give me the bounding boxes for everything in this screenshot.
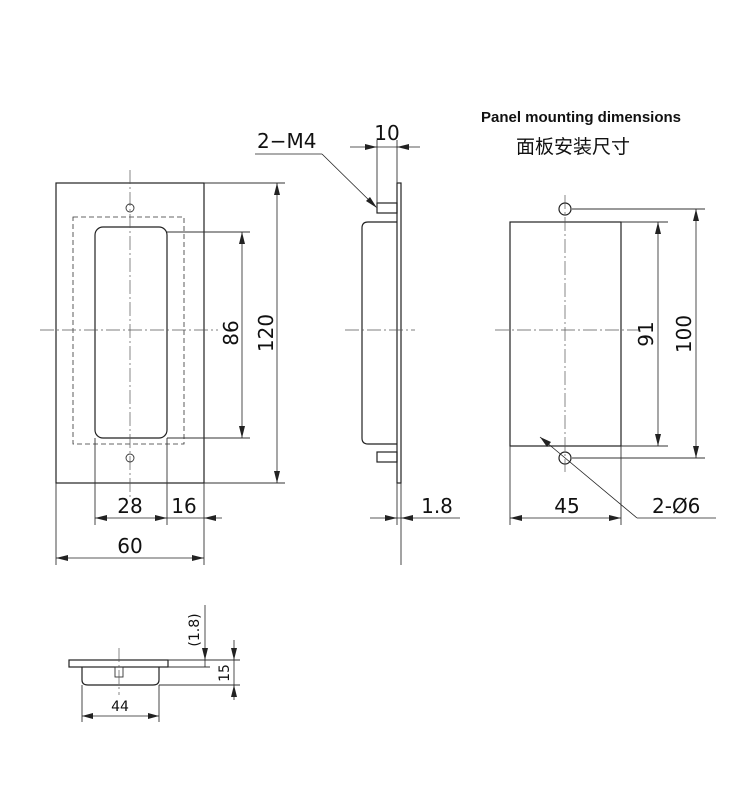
- panel-title-cn: 面板安装尺寸: [516, 136, 630, 158]
- dim-18-label: 1.8: [421, 494, 453, 518]
- dim-16-label: 16: [171, 494, 196, 518]
- side-body: [361, 221, 397, 445]
- panel-cutout-view: Panel mounting dimensions 面板安装尺寸 91 100 …: [481, 109, 716, 525]
- bottom-body: [81, 667, 160, 686]
- dim-60-label: 60: [117, 534, 142, 558]
- front-view: 86 120 28 16 60: [40, 170, 285, 565]
- dim-45-label: 45: [554, 494, 579, 518]
- cutout-rect: [509, 221, 622, 447]
- side-screw-top: [376, 202, 398, 214]
- dim-10-label: 10: [374, 121, 399, 145]
- dim-44-label: 44: [111, 699, 129, 715]
- dim-91-label: 91: [634, 321, 658, 346]
- hole-label: 2-Ø6: [652, 494, 700, 518]
- dim-28-label: 28: [117, 494, 142, 518]
- hole-leader: [539, 436, 638, 519]
- dim-120-label: 120: [254, 314, 278, 352]
- dim-b18-label: (1.8): [187, 613, 203, 646]
- bottom-flange: [68, 659, 169, 668]
- dim-100-label: 100: [672, 315, 696, 353]
- side-screw-bottom: [376, 451, 398, 463]
- front-screw-bottom: [125, 453, 135, 463]
- bottom-view: (1.8) 15 44: [68, 605, 240, 722]
- m4-label: 2−M4: [257, 129, 316, 153]
- dim-15-label: 15: [217, 664, 233, 682]
- front-screw-top: [125, 203, 135, 213]
- panel-title-en: Panel mounting dimensions: [481, 109, 681, 126]
- side-flange: [396, 182, 402, 484]
- side-view: 10 2−M4 1.8: [255, 121, 460, 565]
- front-recess-hidden-outline: [72, 216, 185, 445]
- m4-leader: [321, 153, 377, 208]
- front-grip-opening: [94, 226, 168, 439]
- dim-86-label: 86: [219, 320, 243, 345]
